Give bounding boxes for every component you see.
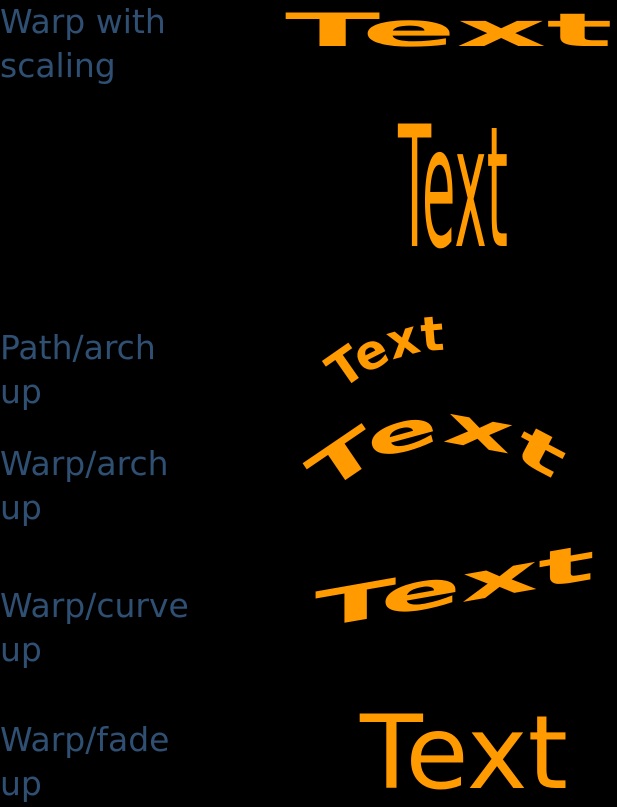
sample-warp-curve: Text xyxy=(315,533,595,641)
sample-tall-scaled: Text xyxy=(398,91,508,286)
sample-path-arch-text: Text xyxy=(317,306,447,400)
label-path-arch-up: Path/arch up xyxy=(0,328,156,411)
label-warp-curve-up: Warp/curve up xyxy=(0,586,189,669)
label-warp-fade-up: Warp/fade up xyxy=(0,720,170,803)
sample-warp-fade: Text xyxy=(359,695,568,807)
sample-warp-arch: Text xyxy=(297,395,576,505)
sample-path-arch: Text xyxy=(317,306,447,400)
sample-warp-arch-text: Text xyxy=(297,395,576,505)
label-warp-arch-up: Warp/arch up xyxy=(0,444,169,527)
label-warp-scaling: Warp with scaling xyxy=(0,2,166,85)
sample-wide-scaled: Text xyxy=(285,4,613,57)
